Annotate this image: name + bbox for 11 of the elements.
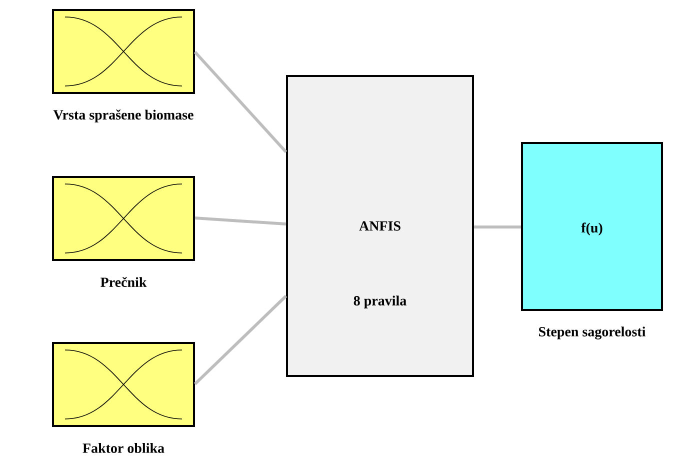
box-label: ANFIS bbox=[359, 221, 400, 231]
connector-line bbox=[194, 50, 288, 153]
connector-line bbox=[194, 216, 286, 226]
node-caption: Vrsta sprašene biomase bbox=[53, 110, 194, 122]
connector-line bbox=[194, 294, 288, 386]
node-caption: Prečnik bbox=[100, 276, 147, 287]
node-caption: Faktor oblika bbox=[82, 443, 164, 453]
box-label: f(u) bbox=[581, 222, 602, 236]
connector-line bbox=[474, 226, 521, 228]
box-label: 8 pravila bbox=[354, 296, 406, 308]
node-caption: Stepen sagorelosti bbox=[539, 326, 646, 340]
